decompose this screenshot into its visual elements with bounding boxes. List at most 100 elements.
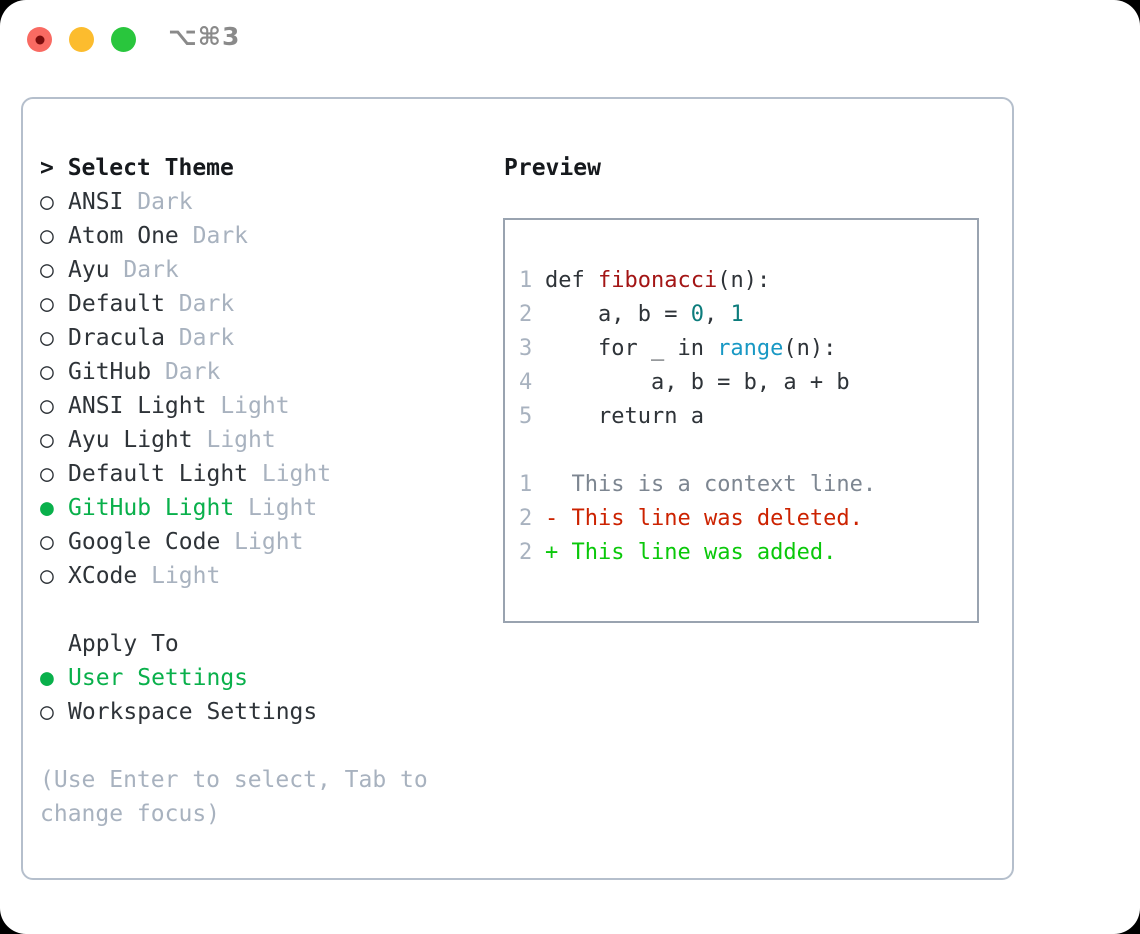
code-line: 1 def fibonacci(n): xyxy=(505,264,977,298)
radio-unselected-icon: ○ xyxy=(40,393,54,419)
code-token: a, b = b, a + b xyxy=(545,370,850,395)
theme-name: Dracula xyxy=(68,325,165,351)
radio-unselected-icon: ○ xyxy=(40,563,54,589)
theme-list-item[interactable]: ○ GitHub Dark xyxy=(40,355,493,389)
theme-list-item[interactable]: ○ Ayu Dark xyxy=(40,253,493,287)
line-number: 3 xyxy=(519,336,533,361)
code-token: for _ in xyxy=(545,336,718,361)
diff-line: 2 + This line was added. xyxy=(505,536,977,570)
theme-variant-tag: Dark xyxy=(164,291,235,317)
diff-text: This is a context line. xyxy=(571,472,877,497)
diff-line: 1 This is a context line. xyxy=(505,468,977,502)
radio-unselected-icon: ○ xyxy=(40,427,54,453)
preview-title: Preview xyxy=(504,155,601,181)
traffic-light-group xyxy=(27,27,136,52)
theme-name: Default Light xyxy=(68,461,249,487)
theme-name: XCode xyxy=(68,563,138,589)
theme-name: ANSI xyxy=(68,189,124,215)
apply-to-label: Workspace Settings xyxy=(68,699,318,725)
theme-variant-tag: Dark xyxy=(164,325,235,351)
radio-unselected-icon: ○ xyxy=(40,461,54,487)
theme-picker-pane: > Select Theme ○ANSI Dark○Atom One Dark○… xyxy=(23,99,493,878)
window-title: ⌥⌘3 xyxy=(168,22,241,51)
diff-text: This line was added. xyxy=(571,540,837,565)
theme-variant-tag: Light xyxy=(206,393,290,419)
line-number: 5 xyxy=(519,404,533,429)
theme-list-item[interactable]: ● GitHub Light Light xyxy=(40,491,493,525)
diff-text: This line was deleted. xyxy=(571,506,863,531)
main-card: > Select Theme ○ANSI Dark○Atom One Dark○… xyxy=(21,97,1014,880)
radio-selected-icon: ● xyxy=(40,495,54,521)
diff-line: 2- This line was deleted. xyxy=(505,502,977,536)
line-number: 2 xyxy=(519,540,533,565)
maximize-button[interactable] xyxy=(111,27,136,52)
theme-variant-tag: Light xyxy=(192,427,276,453)
title-bar: ⌥⌘3 xyxy=(0,0,1140,78)
theme-name: Atom One xyxy=(68,223,179,249)
radio-unselected-icon: ○ xyxy=(40,359,54,385)
diff-marker: - xyxy=(545,506,572,531)
radio-unselected-icon: ○ xyxy=(40,223,54,249)
code-line: 2 a, b = 0, 1 xyxy=(505,298,977,332)
line-number: 2 xyxy=(519,302,533,327)
line-number: 4 xyxy=(519,370,533,395)
code-line: 5 return a xyxy=(505,400,977,434)
theme-variant-tag: Dark xyxy=(123,189,193,215)
diff-marker xyxy=(545,472,572,497)
theme-variant-tag: Dark xyxy=(178,223,249,249)
diff-marker: + xyxy=(545,540,572,565)
theme-variant-tag: Light xyxy=(248,461,332,487)
radio-unselected-icon: ○ xyxy=(40,257,54,283)
apply-to-item[interactable]: ●User Settings xyxy=(40,661,493,695)
radio-unselected-icon: ○ xyxy=(40,529,54,555)
line-number: 1 xyxy=(519,472,533,497)
theme-list: ○ ANSI Dark ○ Atom One Dark ○ Ayu Dark ○ Defaul… xyxy=(40,185,493,593)
code-token: range xyxy=(717,336,784,361)
apply-to-list: ●User Settings○Workspace Settings xyxy=(40,661,493,729)
theme-name: Ayu Light xyxy=(68,427,193,453)
code-spacer xyxy=(505,434,977,468)
theme-variant-tag: Light xyxy=(234,495,318,521)
code-token: 1 xyxy=(730,302,744,327)
theme-name: Ayu xyxy=(68,257,110,283)
line-number: 1 xyxy=(519,268,533,293)
code-line: 4 a, b = b, a + b xyxy=(505,366,977,400)
code-token: (n): xyxy=(783,336,837,361)
code-token: def xyxy=(545,268,598,293)
theme-variant-tag: Light xyxy=(137,563,221,589)
apply-to-item[interactable]: ○Workspace Settings xyxy=(40,695,493,729)
line-number: 2 xyxy=(519,506,533,531)
close-button[interactable] xyxy=(27,27,52,52)
apply-to-label: User Settings xyxy=(68,665,249,691)
theme-variant-tag: Dark xyxy=(151,359,221,385)
theme-list-item[interactable]: ○Dracula Dark xyxy=(40,321,493,355)
code-token: (n): xyxy=(717,268,771,293)
minimize-button[interactable] xyxy=(69,27,94,52)
theme-picker-heading: > Select Theme xyxy=(40,155,234,181)
theme-name: GitHub xyxy=(68,359,152,385)
radio-unselected-icon: ○ xyxy=(40,189,54,215)
theme-name: Default xyxy=(68,291,165,317)
theme-list-item[interactable]: ○ Google Code Light xyxy=(40,525,493,559)
theme-name: GitHub Light xyxy=(68,495,235,521)
theme-list-item[interactable]: ○ANSI Light Light xyxy=(40,389,493,423)
code-line: 3 for _ in range(n): xyxy=(505,332,977,366)
keyboard-hint: (Use Enter to select, Tab to change focu… xyxy=(40,767,428,827)
code-token: return a xyxy=(545,404,704,429)
theme-list-item[interactable]: ○ Default Dark xyxy=(40,287,493,321)
code-token: , xyxy=(703,302,731,327)
theme-list-item[interactable]: ○ Default Light Light xyxy=(40,457,493,491)
theme-list-item[interactable]: ○ ANSI Dark xyxy=(40,185,493,219)
theme-name: Google Code xyxy=(68,529,221,555)
theme-list-item[interactable]: ○ Ayu Light Light xyxy=(40,423,493,457)
theme-variant-tag: Light xyxy=(220,529,304,555)
theme-list-item[interactable]: ○ Atom One Dark xyxy=(40,219,493,253)
theme-list-item[interactable]: ○ XCode Light xyxy=(40,559,493,593)
code-token: fibonacci xyxy=(597,268,718,293)
theme-variant-tag: Dark xyxy=(109,257,179,283)
radio-unselected-icon: ○ xyxy=(40,291,54,317)
